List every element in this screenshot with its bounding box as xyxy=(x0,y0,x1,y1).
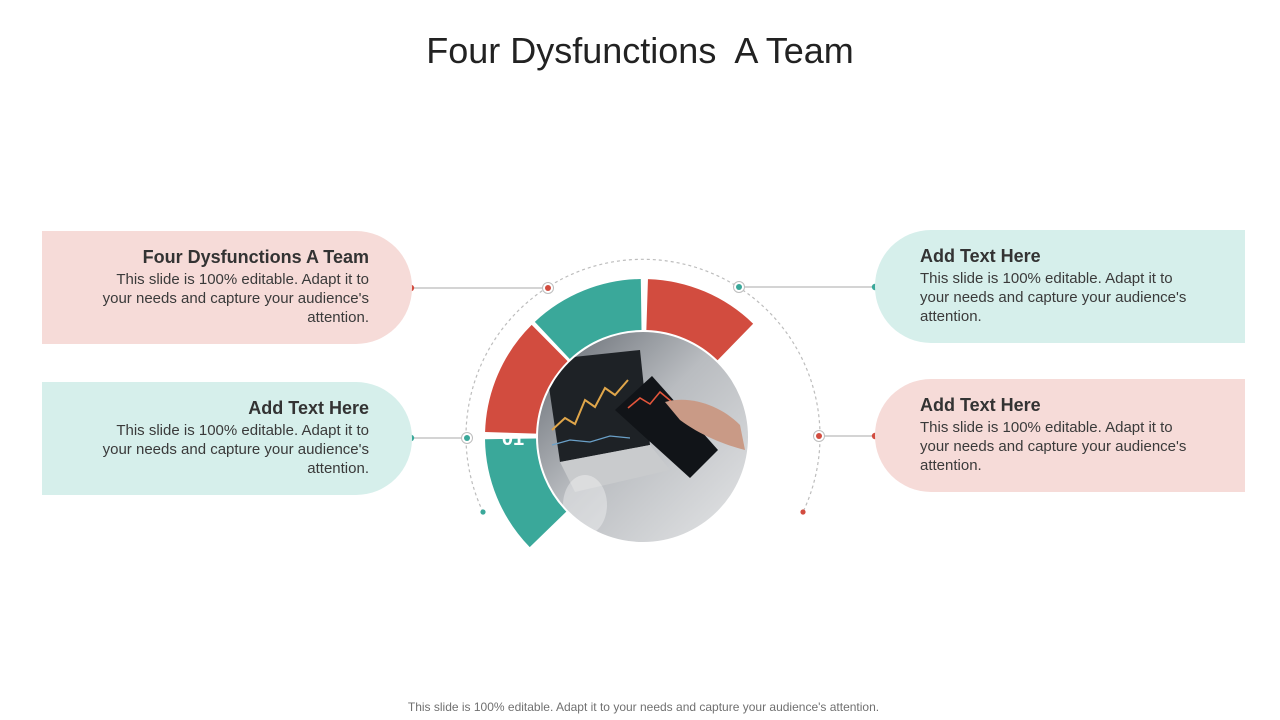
segment-1-label: 01 xyxy=(502,428,524,450)
card-2-body: This slide is 100% editable. Adapt it to… xyxy=(102,422,369,477)
card-4: Add Text Here This slide is 100% editabl… xyxy=(875,379,1245,492)
center-photo xyxy=(538,332,748,542)
footer-note: This slide is 100% editable. Adapt it to… xyxy=(407,700,880,714)
connector-1 xyxy=(407,282,554,294)
card-3-body: This slide is 100% editable. Adapt it to… xyxy=(920,270,1187,325)
arc-end-dot-2 xyxy=(800,509,806,515)
connectors xyxy=(407,281,879,515)
connector-3 xyxy=(733,281,879,293)
card-3: Add Text Here This slide is 100% editabl… xyxy=(875,230,1245,343)
card-1-body: This slide is 100% editable. Adapt it to… xyxy=(102,271,369,326)
segment-4 xyxy=(646,279,754,361)
arc-end-dot-1 xyxy=(480,509,486,515)
card-3-heading: Add Text Here xyxy=(920,246,1041,266)
connector-4 xyxy=(813,430,879,442)
segment-4-label: 04 xyxy=(761,428,784,450)
card-1-heading: Four Dysfunctions A Team xyxy=(142,247,369,267)
card-2: Add Text Here This slide is 100% editabl… xyxy=(42,382,412,495)
connector-2 xyxy=(407,432,473,444)
outer-dashed-arc xyxy=(465,258,821,513)
segment-3 xyxy=(534,279,642,360)
page-title: Four Dysfunctions A Team xyxy=(426,30,854,71)
card-4-body: This slide is 100% editable. Adapt it to… xyxy=(920,419,1187,474)
segment-1 xyxy=(485,438,567,548)
card-1: Four Dysfunctions A Team This slide is 1… xyxy=(42,231,412,344)
segment-2 xyxy=(485,324,568,434)
gauge-segments: 01020304 xyxy=(485,279,784,548)
card-4-heading: Add Text Here xyxy=(920,395,1041,415)
card-2-heading: Add Text Here xyxy=(248,398,369,418)
